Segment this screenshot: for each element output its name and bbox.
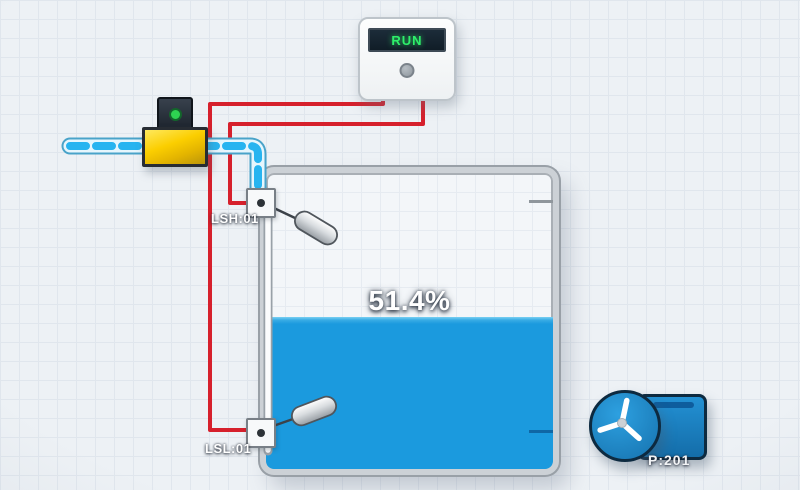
valve-actuator[interactable] bbox=[157, 97, 193, 132]
inlet-valve[interactable] bbox=[142, 127, 208, 167]
inlet-pipe bbox=[61, 137, 267, 211]
impeller-icon bbox=[597, 397, 642, 442]
valve-open-indicator bbox=[168, 108, 182, 121]
lsh-label: LSH:01 bbox=[211, 211, 259, 226]
tank-level-value: 51.4% bbox=[368, 285, 451, 316]
level-switch-low[interactable] bbox=[246, 418, 276, 448]
pipe-flow-dashes bbox=[66, 142, 262, 204]
pivot-dot bbox=[257, 199, 265, 207]
high-level-mark bbox=[529, 200, 553, 203]
controller[interactable]: RUN bbox=[358, 17, 456, 101]
run-status-text: RUN bbox=[391, 32, 423, 48]
pump[interactable] bbox=[589, 390, 661, 462]
wire-controller-to-lsl bbox=[208, 95, 385, 432]
wire-controller-to-lsh bbox=[228, 95, 425, 205]
controller-button[interactable] bbox=[399, 63, 415, 78]
tank-water bbox=[266, 316, 553, 469]
pivot-dot bbox=[257, 429, 265, 437]
low-level-mark bbox=[529, 430, 553, 433]
pump-stripe bbox=[653, 402, 694, 408]
controller-display: RUN bbox=[368, 28, 446, 52]
level-switch-high[interactable] bbox=[246, 188, 276, 218]
pump-tag: P:201 bbox=[648, 452, 691, 468]
lsl-label: LSL:01 bbox=[205, 441, 252, 456]
